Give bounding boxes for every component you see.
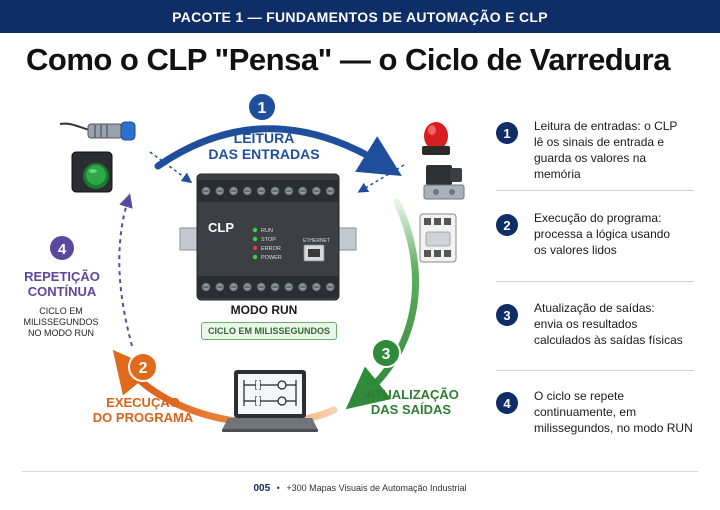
step-badge: 4 — [496, 392, 518, 414]
footer-text: +300 Mapas Visuais de Automação Industri… — [286, 483, 467, 493]
step-text: Atualização de saídas:envia os resultado… — [534, 301, 683, 347]
step-circle-1: 1 — [247, 92, 277, 122]
step-item-3: 3 Atualização de saídas:envia os resulta… — [496, 300, 683, 348]
repeat-arrow — [118, 193, 133, 347]
led-run-label: RUN — [261, 228, 273, 234]
step-badge: 1 — [496, 122, 518, 144]
step-text: Execução do programa:processa a lógica u… — [534, 211, 671, 257]
step-item-2: 2 Execução do programa:processa a lógica… — [496, 210, 670, 258]
laptop-icon — [222, 370, 318, 432]
plc-device: CLP RUN STOP ERROR POWER ETHERNET — [179, 173, 357, 301]
led-error-label: ERROR — [261, 246, 281, 252]
solenoid-valve-icon — [423, 165, 465, 200]
divider — [496, 370, 694, 371]
read-arrow — [154, 125, 402, 177]
divider — [496, 281, 694, 282]
step-badge: 3 — [496, 304, 518, 326]
footer-bullet: • — [276, 483, 280, 493]
signal-tower-icon — [422, 122, 450, 155]
step-badge: 2 — [496, 214, 518, 236]
step-circle-2: 2 — [128, 352, 158, 382]
step-circle-4: 4 — [48, 234, 76, 262]
step-circle-3: 3 — [371, 338, 401, 368]
svg-text:1: 1 — [258, 100, 267, 117]
svg-text:4: 4 — [58, 241, 67, 258]
mode-run-label: MODO RUN — [230, 303, 298, 317]
led-power-label: POWER — [261, 255, 282, 261]
footer-divider — [22, 471, 698, 472]
page-number: 005 — [253, 483, 271, 494]
divider — [496, 190, 694, 191]
footer: 005 • +300 Mapas Visuais de Automação In… — [0, 483, 720, 494]
cycle-badge: CICLO EM MILISSEGUNDOS — [201, 322, 337, 340]
push-button-icon — [71, 151, 113, 193]
ethernet-label: ETHERNET — [303, 238, 330, 244]
input-arrow-right — [357, 164, 405, 193]
plc-brand: CLP — [208, 220, 234, 235]
proximity-sensor-icon — [59, 121, 136, 141]
svg-text:3: 3 — [382, 346, 391, 363]
header-banner: PACOTE 1 — FUNDAMENTOS DE AUTOMAÇÃO E CL… — [0, 0, 720, 33]
input-arrow-left — [149, 151, 193, 184]
page-title: Como o CLP "Pensa" — o Ciclo de Varredur… — [26, 42, 671, 77]
led-stop-label: STOP — [261, 237, 276, 243]
contactor-icon — [419, 213, 457, 263]
svg-text:2: 2 — [139, 360, 148, 377]
update-arrow — [345, 198, 420, 410]
